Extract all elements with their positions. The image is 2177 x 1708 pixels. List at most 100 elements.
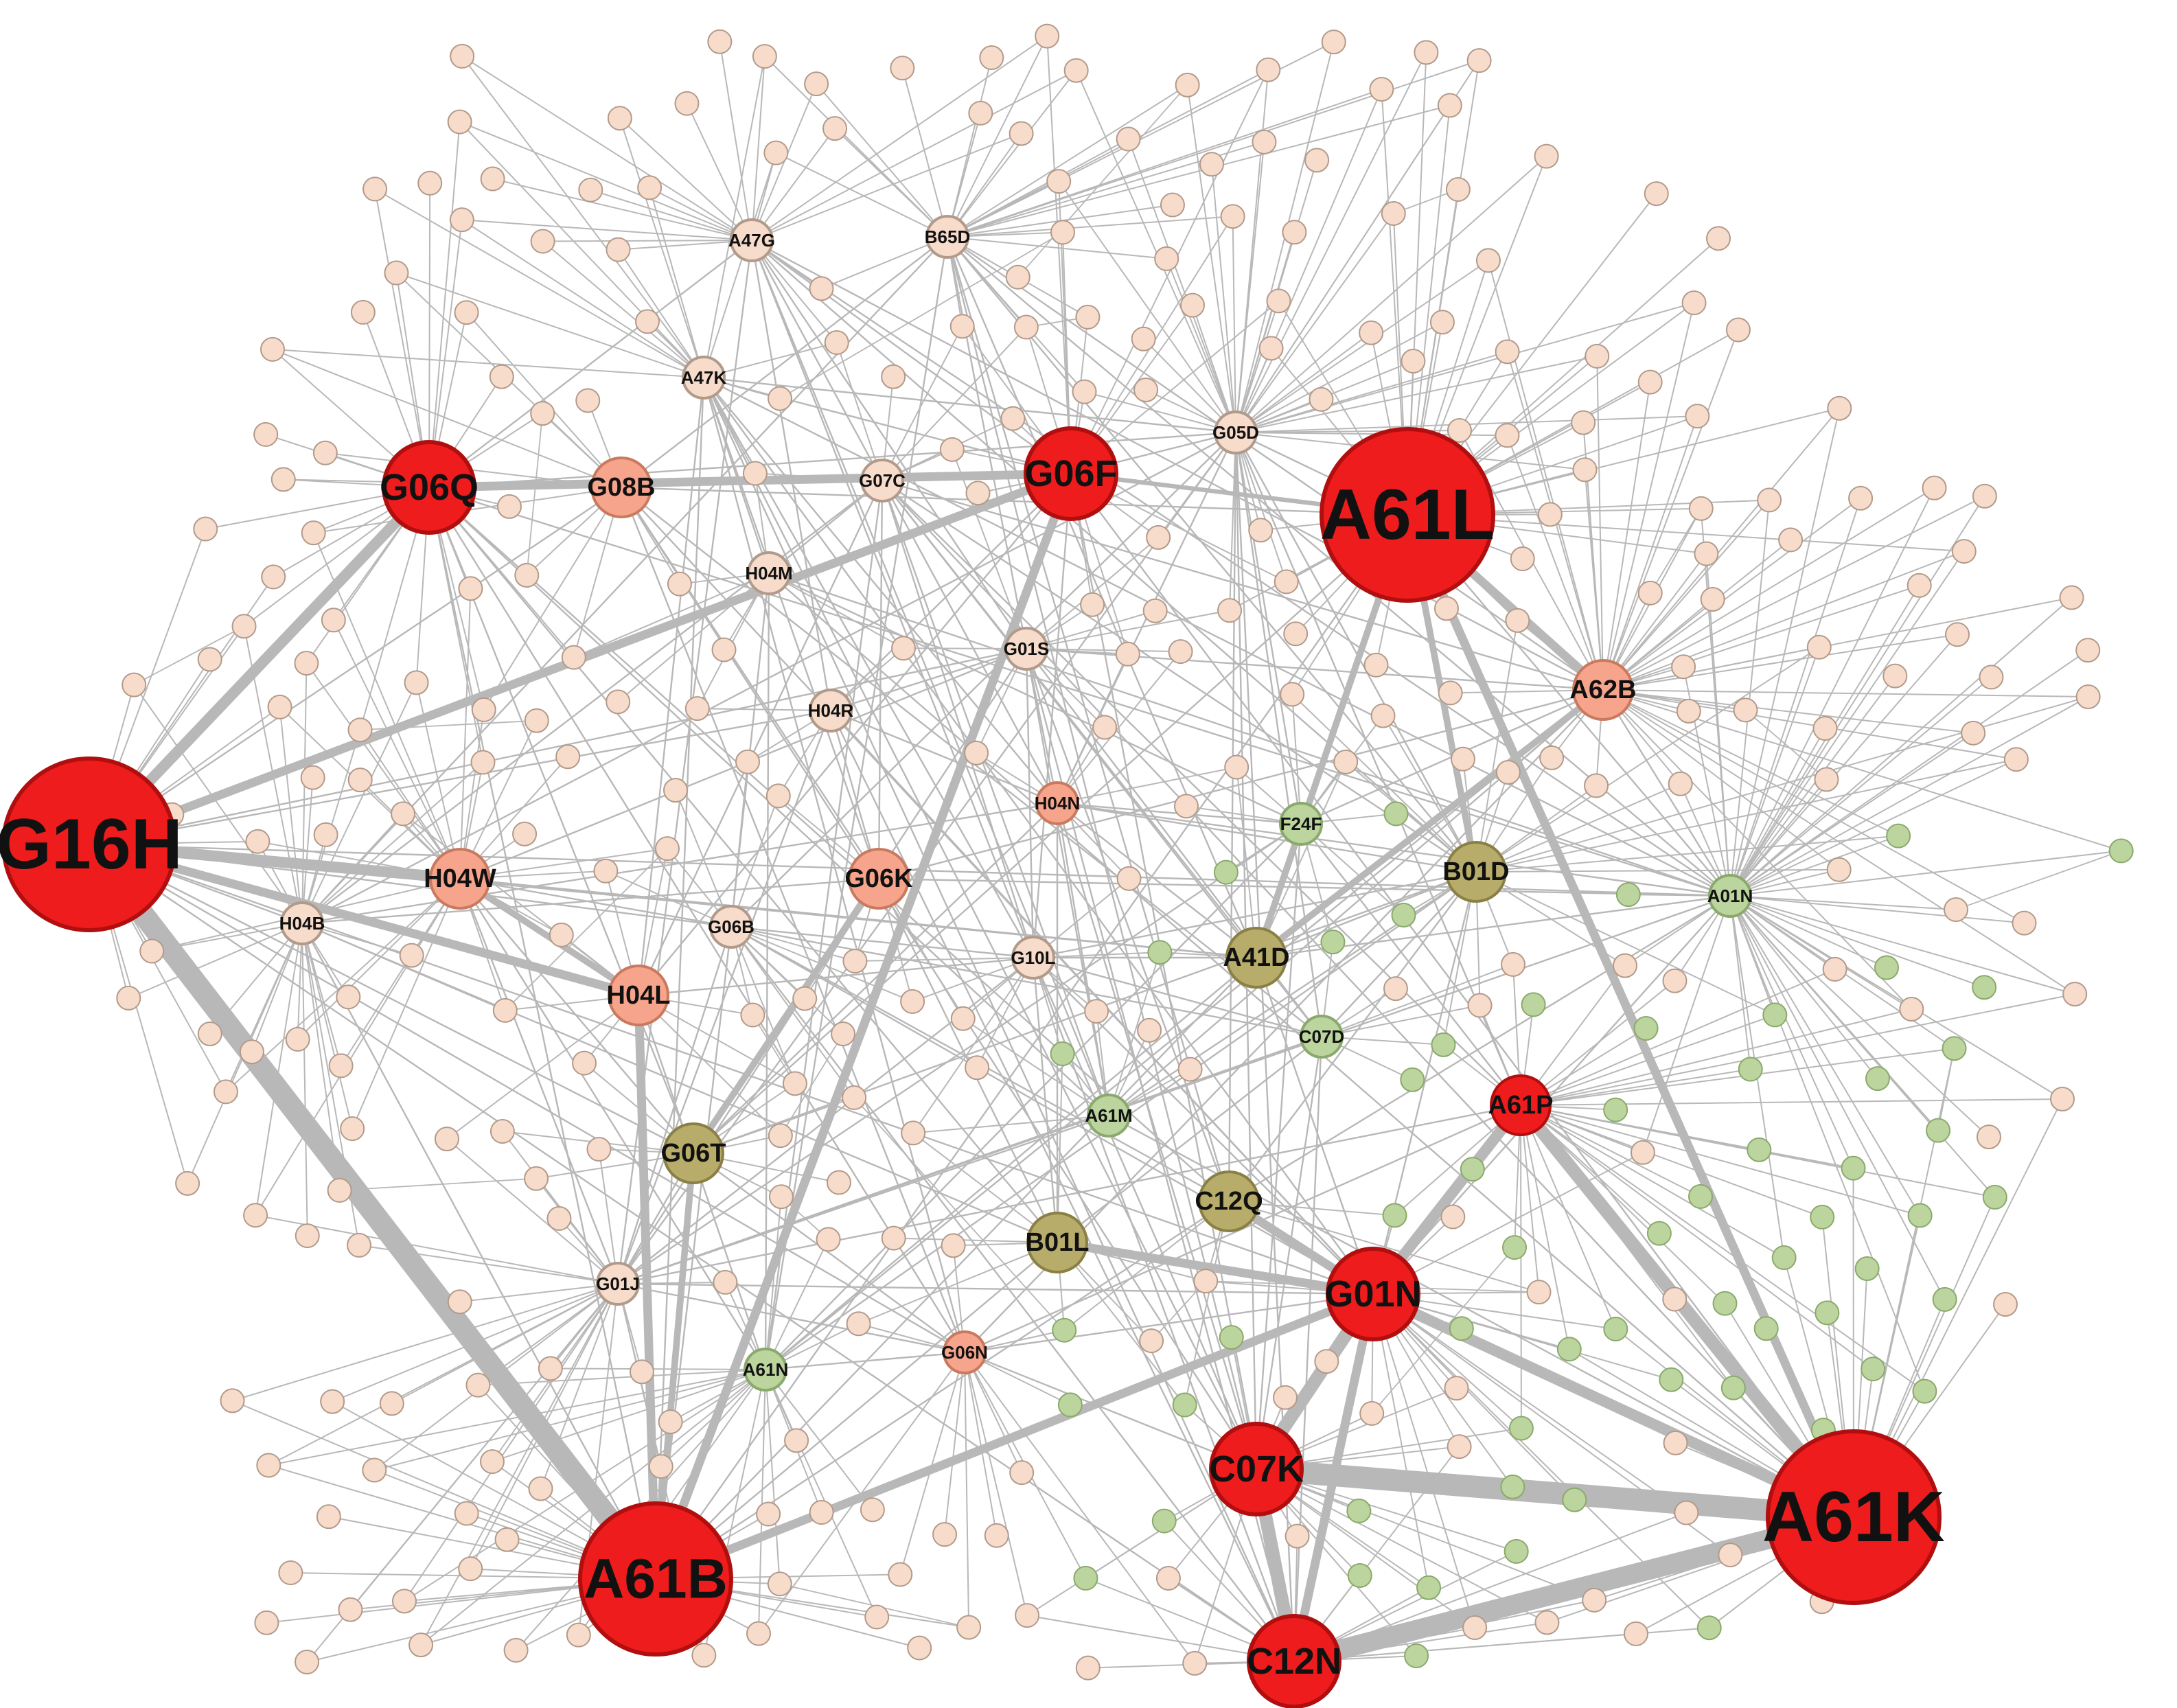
node-circle — [730, 218, 774, 262]
network-edge — [306, 662, 461, 879]
minor-node — [1137, 1017, 1162, 1043]
network-edge — [752, 1014, 796, 1085]
network-edge — [1602, 407, 1841, 691]
network-edge — [428, 182, 431, 488]
network-edge — [1235, 155, 1547, 433]
node-a61k: A61K — [1762, 1429, 1945, 1605]
network-edge — [1520, 1105, 1926, 1392]
network-edge — [1729, 675, 1896, 897]
node-circle — [596, 1262, 640, 1306]
network-edge — [526, 413, 544, 576]
minor-node — [809, 276, 834, 301]
network-edge — [1321, 1004, 1481, 1037]
minor-node — [1771, 1245, 1797, 1271]
node-a61n: A61N — [743, 1348, 788, 1392]
network-edge — [1520, 968, 1836, 1106]
minor-node — [1000, 406, 1026, 431]
network-edge — [491, 1369, 766, 1463]
minor-node — [362, 176, 388, 202]
minor-node — [327, 1177, 352, 1203]
minor-node — [220, 1388, 245, 1413]
minor-node — [1663, 1430, 1688, 1455]
network-edge — [853, 1096, 1066, 1331]
minor-node — [254, 1610, 279, 1635]
minor-node — [260, 336, 286, 362]
network-edge — [459, 848, 669, 879]
minor-node — [2062, 982, 2088, 1007]
node-circle — [1300, 1015, 1344, 1059]
network-edge — [1320, 870, 1477, 1038]
node-circle — [848, 848, 910, 910]
minor-node — [1072, 379, 1097, 404]
network-edge — [620, 486, 1258, 1470]
minor-node — [1050, 220, 1075, 245]
minor-node — [1712, 1291, 1738, 1316]
network-edge — [420, 1283, 619, 1646]
network-edge — [1056, 1035, 1323, 1244]
network-edge — [757, 1369, 766, 1635]
minor-node — [231, 614, 257, 639]
network-edge — [297, 878, 461, 1040]
minor-node — [538, 1356, 563, 1381]
minor-node — [1445, 176, 1471, 202]
minor-node — [635, 309, 660, 334]
network-edge — [1602, 689, 1974, 734]
minor-node — [1562, 1487, 1587, 1512]
node-a62b: A62B — [1569, 659, 1637, 721]
node-circle — [1490, 1074, 1552, 1136]
node-label: H04L — [607, 981, 671, 1010]
network-edge — [1729, 895, 1751, 1070]
network-edge — [1293, 1035, 1323, 1663]
minor-node — [1447, 417, 1472, 443]
network-edge — [492, 178, 752, 241]
minor-node — [1359, 1400, 1385, 1426]
minor-node — [831, 1022, 856, 1047]
minor-node — [2108, 838, 2134, 864]
minor-node — [1733, 697, 1758, 723]
network-edge — [764, 956, 1258, 1371]
network-edge — [231, 1283, 619, 1402]
minor-node — [1147, 940, 1173, 965]
node-label: G10L — [1011, 947, 1055, 968]
network-edge — [730, 795, 779, 927]
minor-node — [336, 984, 361, 1010]
minor-node — [1806, 634, 1832, 660]
network-edge — [964, 1352, 970, 1628]
network-edge — [1642, 895, 1731, 1153]
network-edge — [1255, 956, 1374, 1295]
network-edge — [764, 822, 1302, 1371]
network-edge — [88, 709, 832, 846]
minor-node — [1812, 716, 1838, 741]
minor-node — [1865, 1066, 1890, 1092]
network-edge — [428, 239, 753, 489]
minor-node — [1217, 598, 1243, 623]
node-label: H04R — [808, 700, 854, 721]
heavy-edge-g06f-a61b — [651, 469, 1076, 1584]
network-edge — [88, 647, 1028, 846]
network-edge — [1075, 69, 1236, 433]
network-edge — [1729, 495, 1985, 897]
network-edge — [764, 235, 949, 1371]
heavy-edge-c12n-a61k — [1284, 1507, 1864, 1672]
minor-node — [1050, 1041, 1075, 1067]
minor-node — [1274, 569, 1299, 595]
node-label: G07C — [859, 470, 906, 491]
minor-node — [458, 1556, 483, 1582]
minor-node — [1193, 1269, 1219, 1294]
network-edge — [947, 216, 1234, 238]
node-g01j: G01J — [596, 1262, 640, 1306]
network-edge — [1729, 895, 1854, 1169]
network-edge — [1729, 850, 2122, 897]
node-label: A61B — [584, 1548, 728, 1611]
minor-node — [1320, 930, 1346, 955]
network-edge — [1729, 499, 1771, 897]
network-edge — [1056, 802, 1477, 873]
network-edge — [1584, 469, 1604, 691]
minor-node — [842, 1085, 867, 1110]
network-edge — [1235, 321, 1443, 433]
minor-node — [294, 651, 319, 676]
minor-node — [1841, 1155, 1866, 1181]
minor-node — [316, 1504, 341, 1530]
minor-node — [1537, 502, 1563, 527]
